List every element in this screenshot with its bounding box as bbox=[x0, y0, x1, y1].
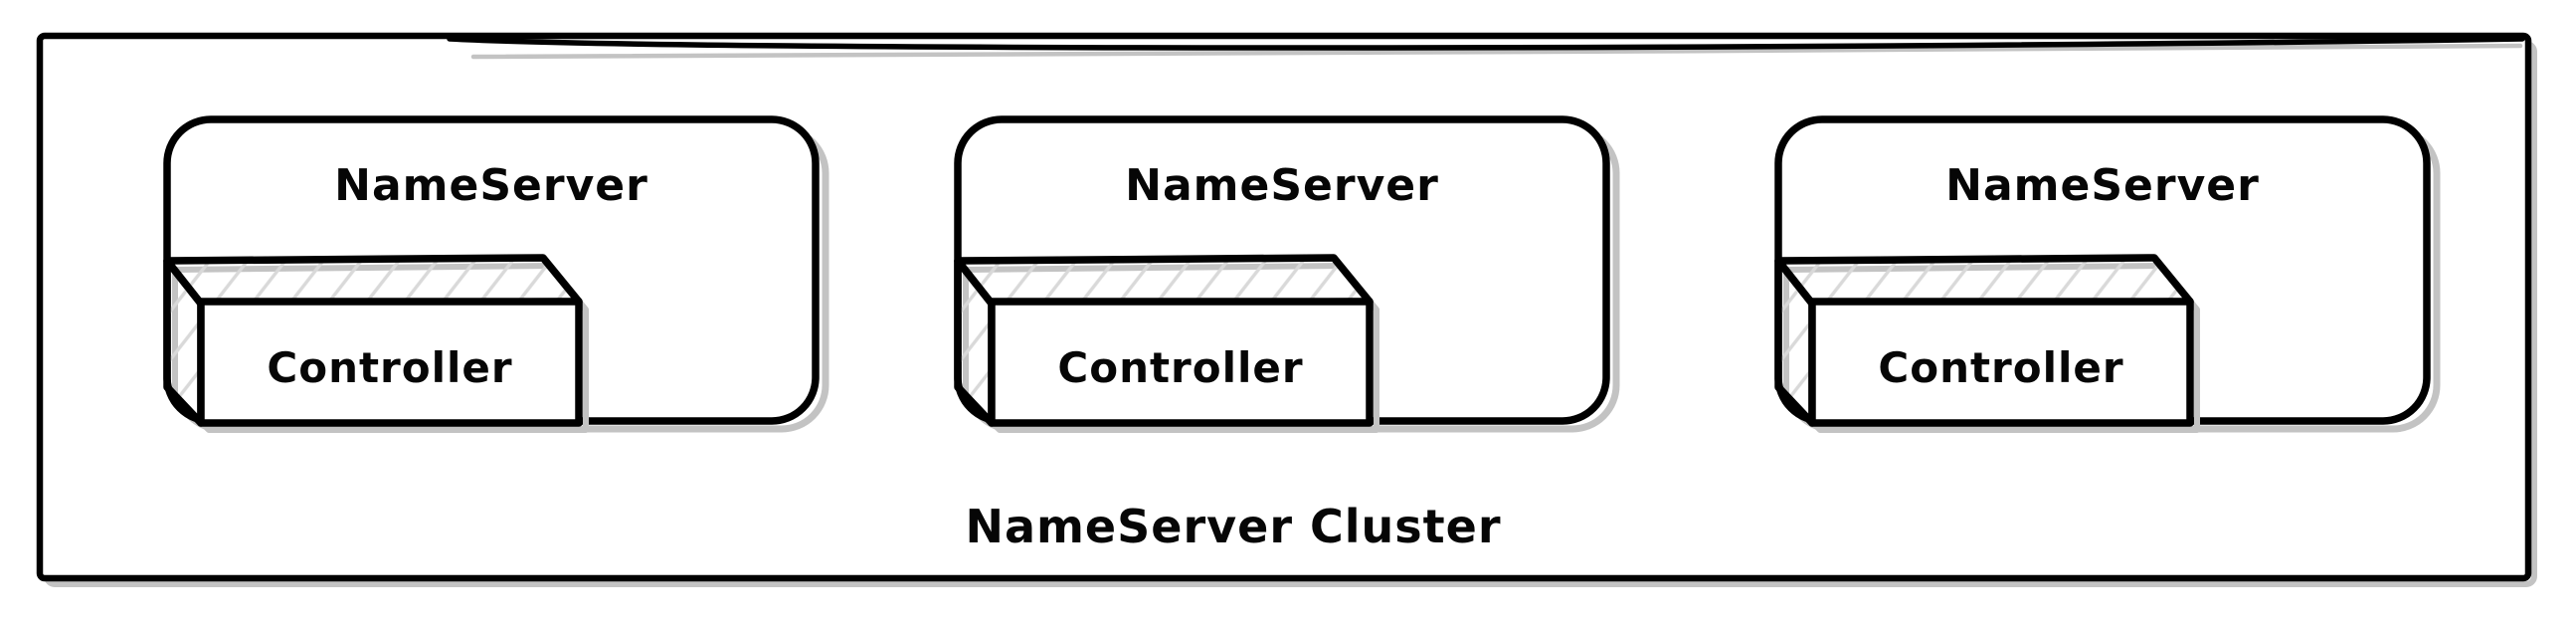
cluster-box-group bbox=[36, 32, 2537, 587]
nameserver-label-1: NameServer bbox=[334, 160, 648, 211]
diagram-labels: NameServer NameServer NameServer Control… bbox=[267, 160, 2260, 553]
controller-label-2: Controller bbox=[1057, 343, 1303, 392]
cluster-box-top-restroke bbox=[447, 36, 2525, 51]
cluster-title: NameServer Cluster bbox=[965, 500, 1501, 553]
cluster-box-top-restroke-shadow bbox=[470, 43, 2523, 60]
nameserver-label-2: NameServer bbox=[1125, 160, 1439, 211]
controller-label-3: Controller bbox=[1878, 343, 2123, 392]
controller-label-1: Controller bbox=[267, 343, 512, 392]
nameserver-label-3: NameServer bbox=[1945, 160, 2260, 211]
